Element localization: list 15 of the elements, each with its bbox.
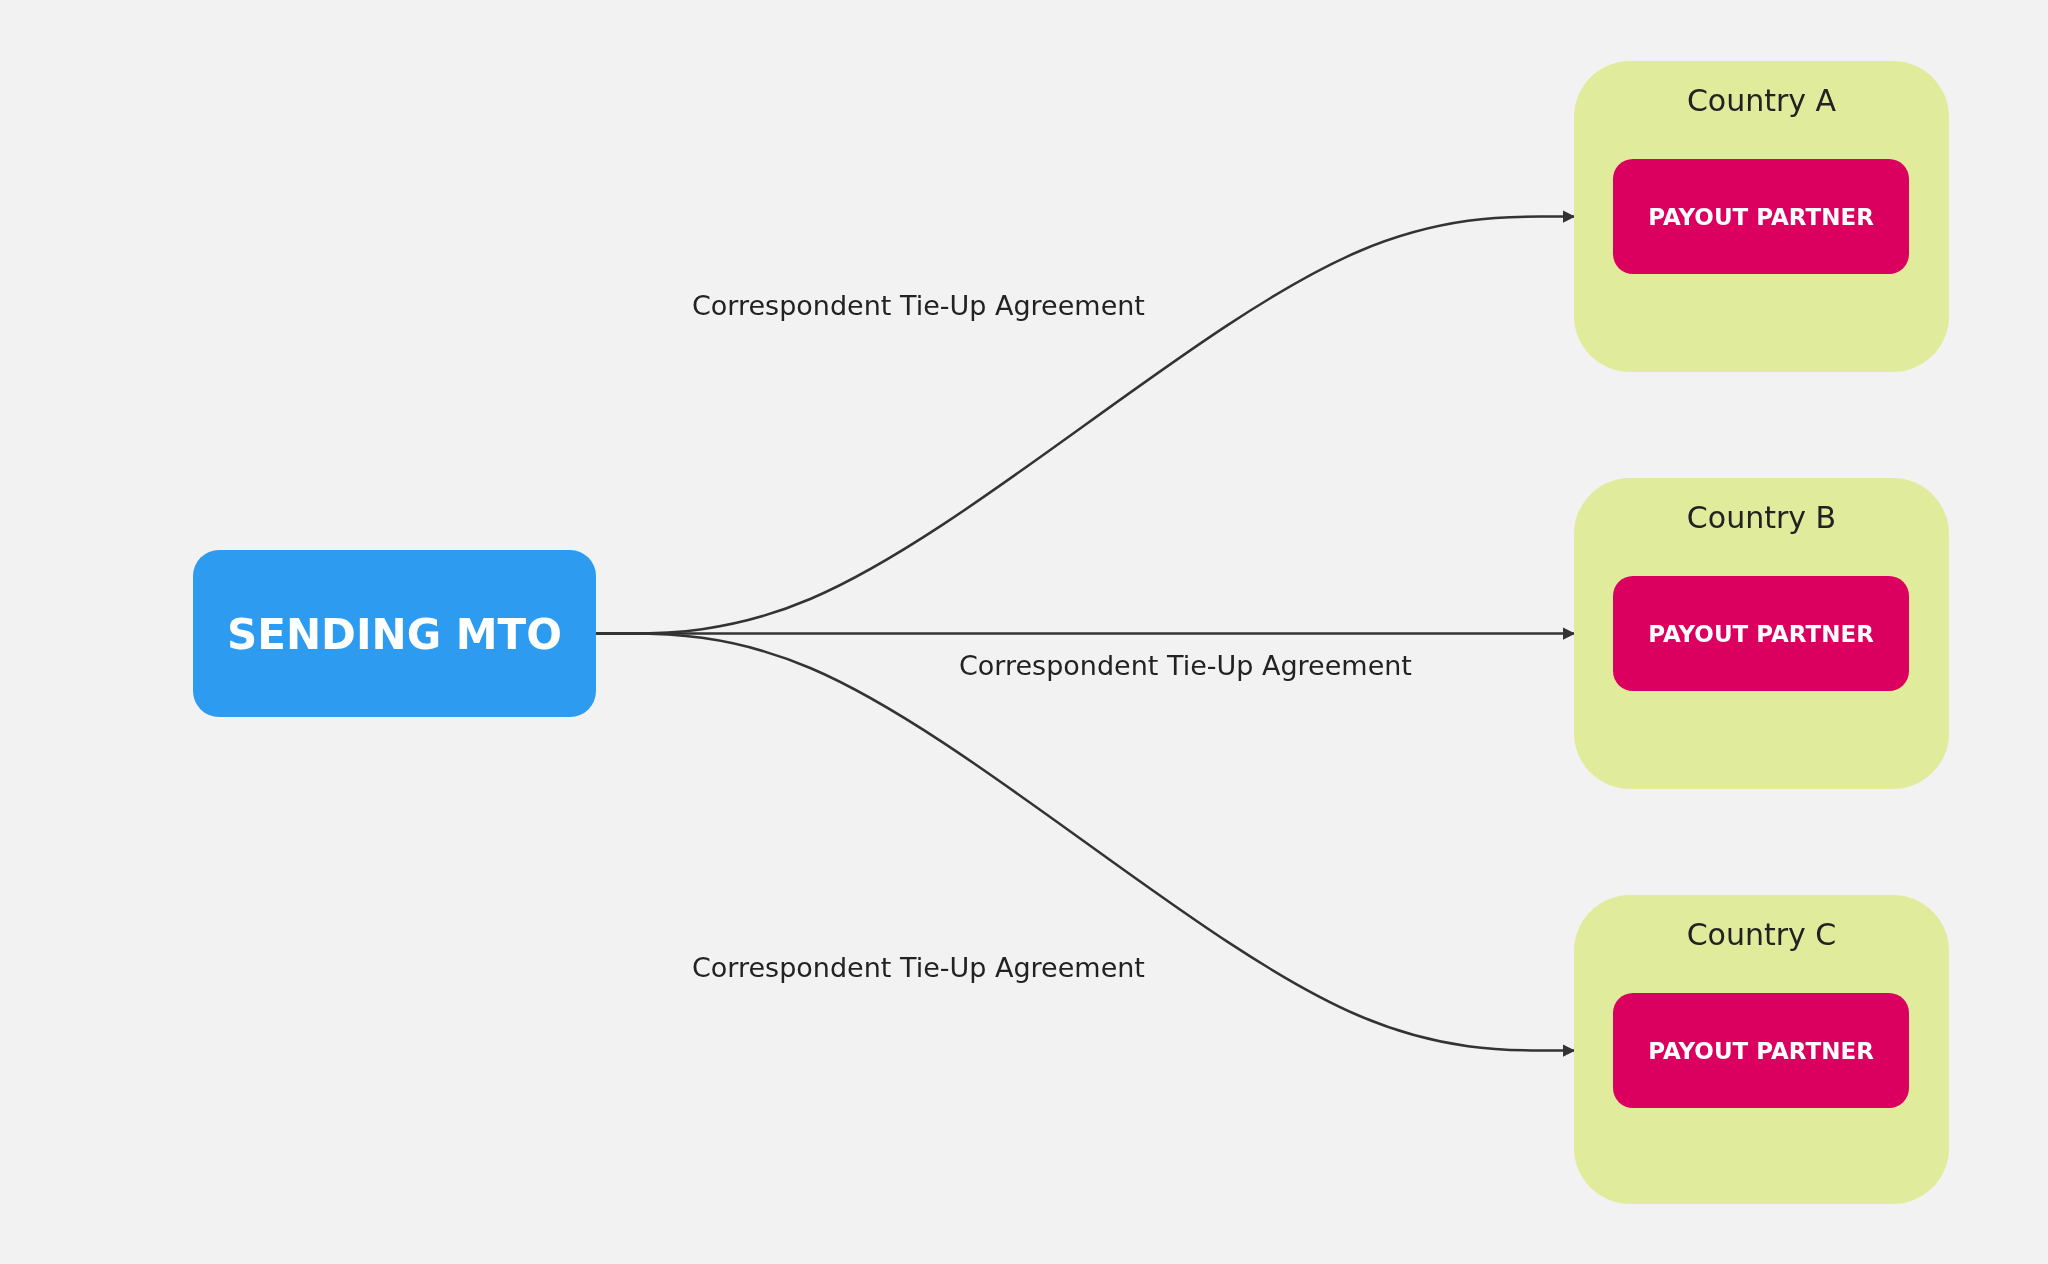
group-title: Country B: [1685, 500, 1838, 535]
box-label: SENDING MTO: [226, 609, 563, 658]
box-label: PAYOUT PARTNER: [1647, 620, 1875, 647]
group-panel: [1574, 895, 1949, 1204]
box-label: PAYOUT PARTNER: [1647, 203, 1875, 230]
box-label: PAYOUT PARTNER: [1647, 1037, 1875, 1064]
process-box: [193, 550, 596, 717]
group-title: Country A: [1685, 83, 1838, 118]
process-box: [1613, 993, 1909, 1108]
process-box: [1613, 159, 1909, 274]
group-panel: [1574, 478, 1949, 789]
group-panel: [1574, 61, 1949, 372]
arrow: [596, 632, 1576, 1057]
process-box: [1613, 576, 1909, 691]
group-title: Country C: [1685, 917, 1838, 952]
